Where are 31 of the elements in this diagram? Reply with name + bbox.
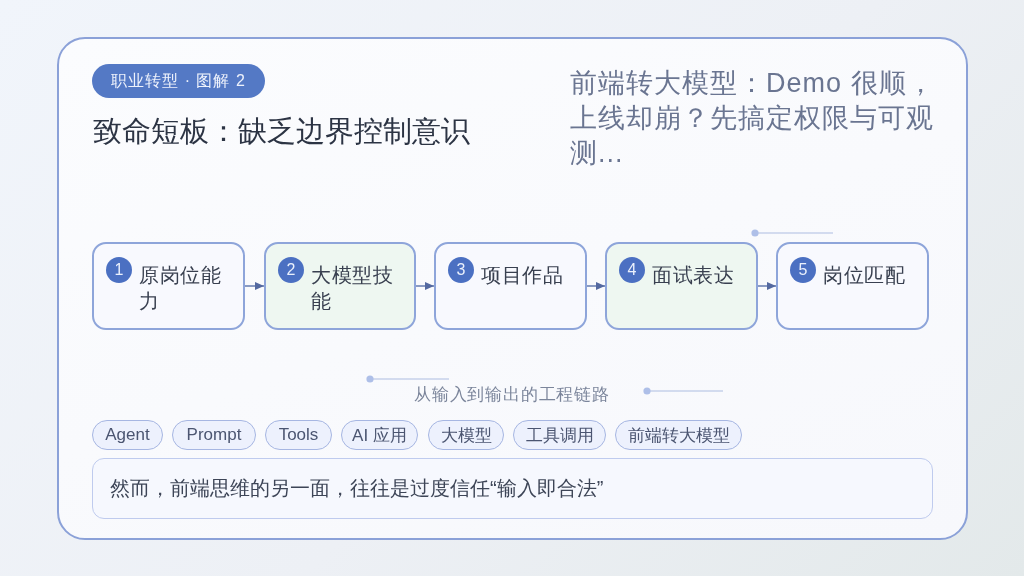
step-label: 大模型技能 — [311, 263, 395, 314]
arrow — [415, 282, 435, 290]
tag: Agent — [92, 420, 163, 450]
tag: Prompt — [172, 420, 256, 450]
tag: Tools — [265, 420, 332, 450]
subtitle: 前端转大模型：Demo 很顺，上线却崩？先搞定权限与可观测... — [570, 67, 936, 170]
step-label: 原岗位能力 — [139, 263, 223, 314]
step-box — [776, 242, 929, 330]
step-label: 项目作品 — [481, 263, 565, 288]
step-box — [434, 242, 587, 330]
number-badge: 2 — [278, 257, 304, 283]
tag: 大模型 — [428, 420, 504, 450]
arrow — [244, 282, 265, 290]
tag: 前端转大模型 — [615, 420, 742, 450]
tag: AI 应用 — [341, 420, 418, 450]
number-badge: 4 — [619, 257, 645, 283]
number-badge: 5 — [790, 257, 816, 283]
tag: 工具调用 — [513, 420, 606, 450]
note-box: 然而，前端思维的另一面，往往是过度信任“输入即合法” — [92, 458, 933, 519]
step-box — [264, 242, 416, 330]
header-pill: 职业转型 · 图解 2 — [92, 64, 265, 98]
arrow — [586, 282, 606, 290]
title: 致命短板：缺乏边界控制意识 — [93, 114, 470, 149]
step-box — [92, 242, 245, 330]
arrow — [757, 282, 777, 290]
step-label: 面试表达 — [652, 263, 736, 288]
number-badge: 1 — [106, 257, 132, 283]
flow-caption: 从输入到输出的工程链路 — [413, 384, 611, 406]
number-badge: 3 — [448, 257, 474, 283]
step-label: 岗位匹配 — [823, 263, 907, 288]
step-box — [605, 242, 758, 330]
